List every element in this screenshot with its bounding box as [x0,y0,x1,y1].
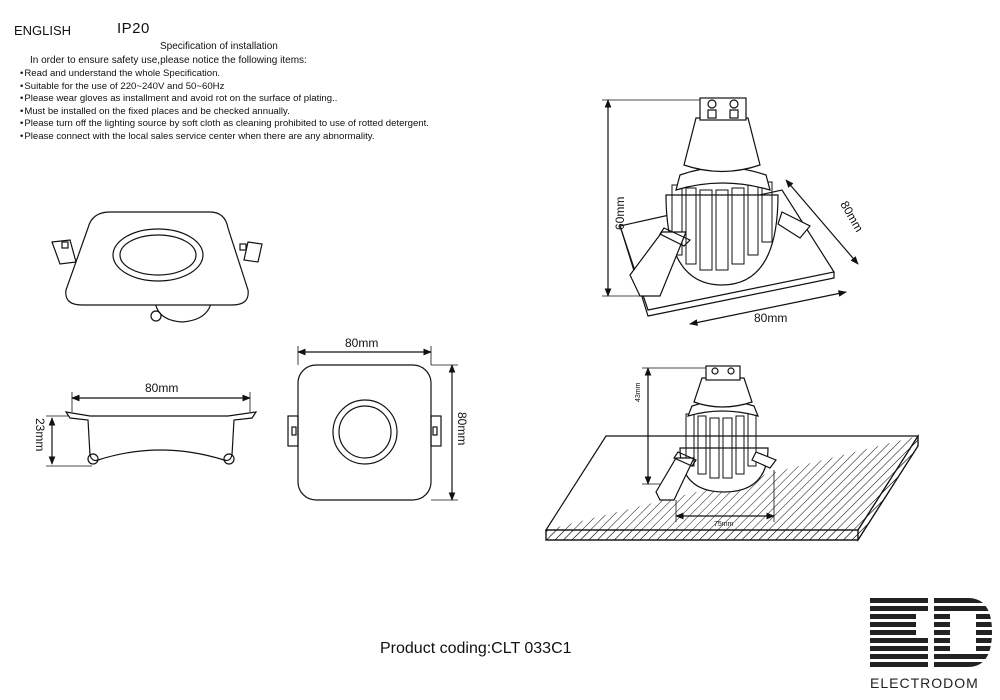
rule-item: Please turn off the lighting source by s… [20,118,429,131]
electrodom-logo-icon [870,598,994,667]
installation-view [544,365,920,543]
product-code: Product coding:CLT 033C1 [380,640,572,657]
iso-width-label: 80mm [754,311,787,325]
fixture-top-view [287,346,458,501]
top-height-label: 80mm [455,412,469,445]
fixture-perspective-view [51,211,263,323]
safety-notice: In order to ensure safety use,please not… [30,55,307,66]
side-width-label: 80mm [145,381,178,395]
rule-item: Read and understand the whole Specificat… [20,68,429,81]
fixture-side-view [46,392,258,467]
rule-item: Please wear gloves as installment and av… [20,93,429,106]
rule-item: Must be installed on the fixed places an… [20,106,429,119]
ip-rating: IP20 [117,20,150,37]
iso-depth-label: 80mm [837,199,866,235]
fixture-isometric-view [602,97,859,326]
language-label: ENGLISH [14,23,72,38]
rule-item: Suitable for the use of 220~240V and 50~… [20,81,429,94]
iso-height-label: 60mm [613,197,627,230]
side-height-label: 23mm [33,418,47,451]
spec-title: Specification of installation [160,41,278,52]
install-hole-label: 75mm [714,521,734,528]
rule-item: Please connect with the local sales serv… [20,131,429,144]
safety-rules-list: Read and understand the whole Specificat… [20,68,429,143]
top-width-label: 80mm [345,336,378,350]
brand-name: ELECTRODOM [870,675,979,691]
install-height-label: 43mm [635,382,642,402]
